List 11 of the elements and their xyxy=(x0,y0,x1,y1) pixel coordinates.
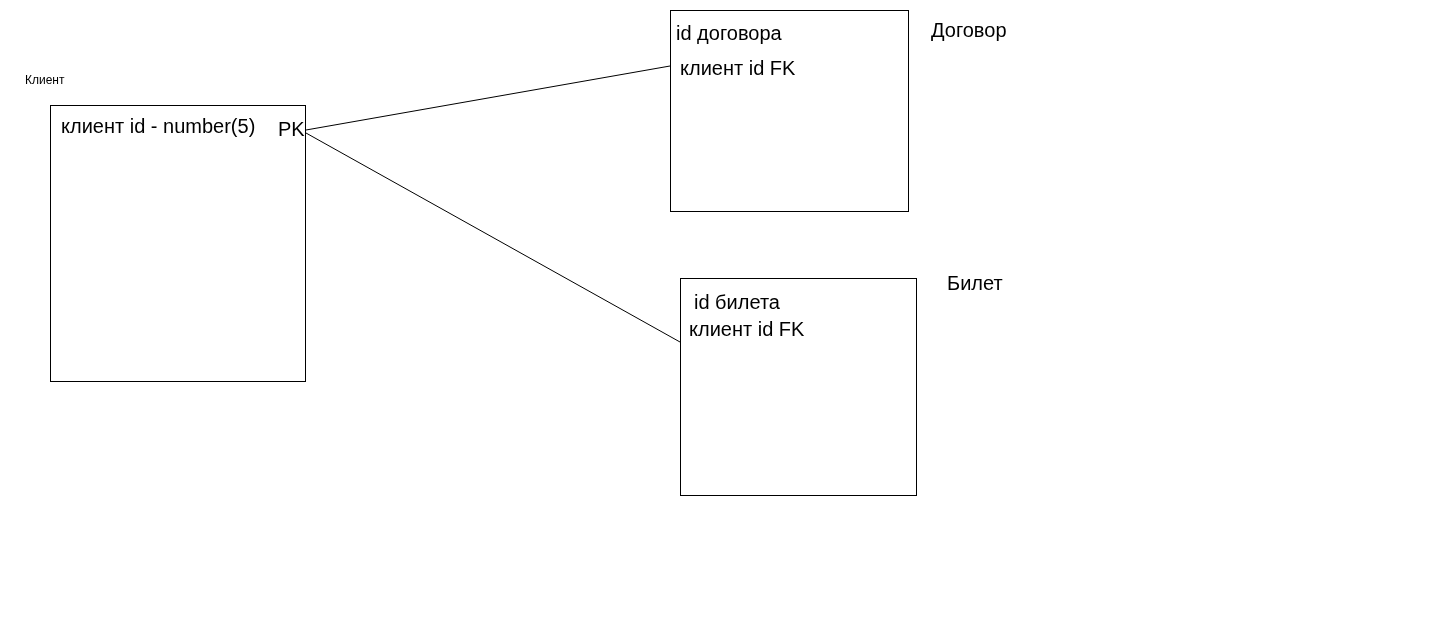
field-label: клиент id FK xyxy=(689,318,805,341)
field-label: клиент id - number(5) xyxy=(61,115,256,138)
table-title: Клиент xyxy=(25,73,65,87)
connector-line xyxy=(305,65,671,131)
connector-line xyxy=(305,132,681,343)
table-title: Билет xyxy=(947,272,1003,295)
field-label: клиент id FK xyxy=(680,57,796,80)
table-title: Договор xyxy=(931,19,1007,42)
key-label: PK xyxy=(278,118,305,141)
field-label: id договора xyxy=(676,22,782,45)
field-label: id билета xyxy=(694,291,780,314)
